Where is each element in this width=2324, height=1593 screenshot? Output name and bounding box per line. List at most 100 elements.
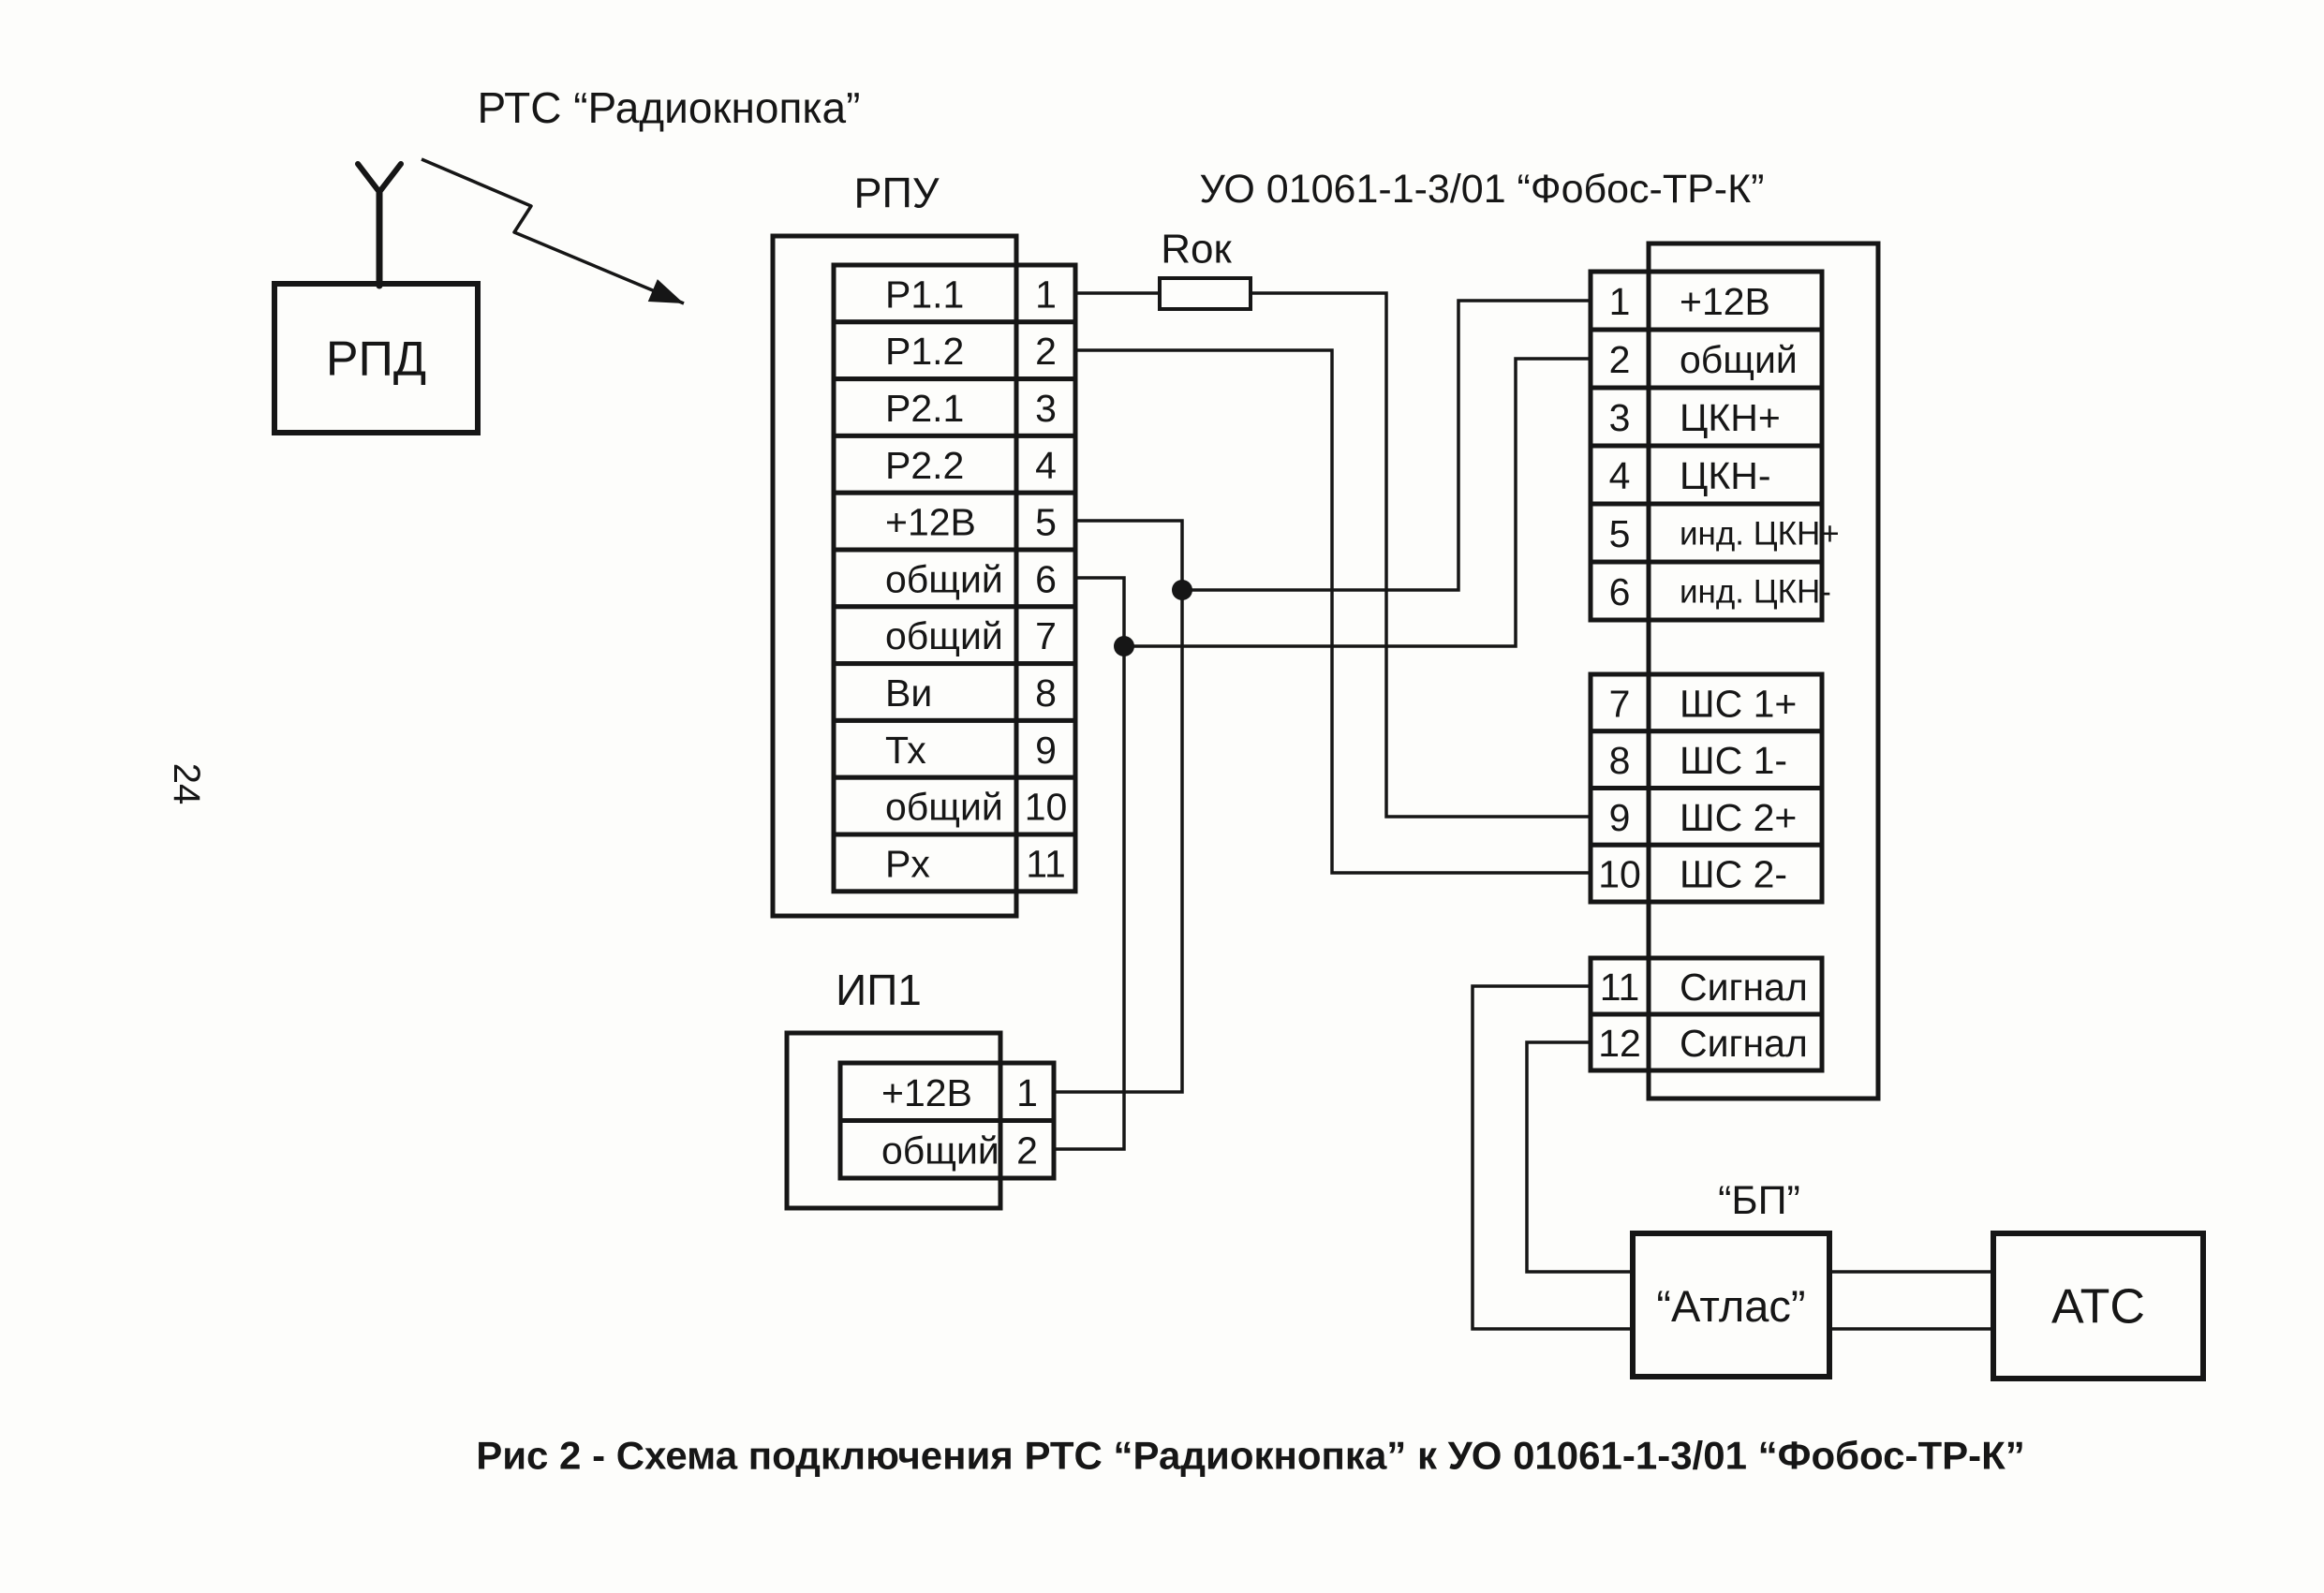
rok-resistor bbox=[1158, 276, 1252, 311]
rpu-terminals-row-8: Ви 8 bbox=[831, 661, 1078, 723]
uo-enclosure bbox=[1646, 241, 1881, 1101]
rpu-terminals-terminal-label: Р1.2 bbox=[885, 330, 964, 373]
rpu-terminals-pin-number: 5 bbox=[1035, 501, 1057, 544]
uo-terminals-power-terminal-label: ЦКН+ bbox=[1680, 396, 1781, 439]
ip1-terminals-pin-cell bbox=[998, 1060, 1057, 1123]
rpu-terminals-terminal-label: Тх bbox=[885, 729, 926, 772]
rpd-box-label: РПД bbox=[326, 332, 426, 387]
uo-terminals-power-pin-number: 2 bbox=[1609, 338, 1631, 381]
uo-terminals-power-pin-cell bbox=[1588, 559, 1651, 623]
uo-terminals-shs-row-9: ШС 2+9 bbox=[1588, 786, 1825, 848]
junction-dot-1 bbox=[1172, 580, 1192, 600]
uo-terminals-shs-terminal-label: ШС 2- bbox=[1680, 853, 1787, 896]
rpu-terminals-pin-number: 6 bbox=[1035, 557, 1057, 600]
uo-terminals-signal-pin-cell bbox=[1588, 1011, 1651, 1073]
bp-device-title: “БП” bbox=[1718, 1178, 1800, 1223]
ats-box-rect bbox=[1991, 1231, 2206, 1381]
uo-terminals-power-terminal-label: общий bbox=[1680, 338, 1798, 381]
rpu-terminals-label-cell bbox=[831, 832, 1019, 894]
wire-common-branch-uo2 bbox=[1124, 357, 1591, 648]
uo-terminals-shs-pin-number: 10 bbox=[1598, 853, 1641, 896]
ip1-terminals-label-cell bbox=[837, 1060, 1003, 1123]
rpu-terminals-pin-number: 3 bbox=[1035, 387, 1057, 430]
uo-terminals-shs-pin-cell bbox=[1588, 842, 1651, 905]
uo-terminals-shs: ШС 1+7 ШС 1- 8ШС 2+9 ШС 2- 10 bbox=[1588, 671, 1825, 905]
rpu-terminals-pin-cell bbox=[1014, 262, 1078, 325]
rpu-terminals-label-cell bbox=[831, 661, 1019, 723]
rpu-terminals-row-2: Р1.2 2 bbox=[831, 319, 1078, 382]
rpu-terminals-terminal-label: Ви bbox=[885, 671, 932, 715]
rok-resistor-label: Rок bbox=[1161, 227, 1232, 273]
atlas-box: “Атлас” bbox=[1630, 1231, 1832, 1379]
ip1-terminals-row-1: +12В 1 bbox=[837, 1060, 1057, 1123]
ip1-terminals-terminal-label: общий bbox=[881, 1128, 999, 1172]
uo-terminals-shs-terminal-label: ШС 1- bbox=[1680, 739, 1787, 782]
uo-terminals-power-row-4: ЦКН-4 bbox=[1588, 443, 1825, 507]
rpu-terminals-pin-number: 8 bbox=[1035, 671, 1057, 715]
uo-terminals-shs-row-7: ШС 1+7 bbox=[1588, 671, 1825, 734]
wire-rpu5-ip1-plus12 bbox=[1054, 519, 1184, 1094]
uo-terminals-shs-pin-number: 7 bbox=[1609, 682, 1631, 725]
uo-terminals-shs-row-8: ШС 1- 8 bbox=[1588, 729, 1825, 790]
uo-terminals-shs-label-cell bbox=[1646, 842, 1825, 905]
uo-terminals-shs-pin-number: 8 bbox=[1609, 739, 1631, 782]
diagram-labels: РТС “Радиокнопка” РПУ УО 01061-1-3/01 “Ф… bbox=[166, 83, 2025, 1478]
rts-device-title: РТС “Радиокнопка” bbox=[478, 83, 861, 132]
ip1-terminals-terminal-label: +12В bbox=[881, 1071, 972, 1114]
ip1-device-title: ИП1 bbox=[836, 966, 922, 1014]
rpu-terminals-pin-number: 2 bbox=[1035, 330, 1057, 373]
radio-wave-arrowhead bbox=[647, 279, 684, 303]
uo-terminals-signal-pin-number: 12 bbox=[1598, 1022, 1641, 1065]
rpu-terminals-terminal-label: Р2.2 bbox=[885, 444, 964, 487]
rpu-terminals-terminal-label: +12В bbox=[885, 501, 976, 544]
uo-terminals-power-row-2: общий 2 bbox=[1588, 327, 1825, 391]
wire-uo12-atlas bbox=[1525, 1040, 1633, 1274]
uo-terminals-power-row-6: инд. ЦКН- 6 bbox=[1588, 559, 1831, 623]
rpu-terminals-pin-cell bbox=[1014, 832, 1078, 894]
rpu-device-title: РПУ bbox=[854, 170, 940, 217]
rpu-terminals-pin-number: 4 bbox=[1035, 444, 1057, 487]
page-number: 24 bbox=[166, 763, 207, 805]
rpu-terminals-label-cell bbox=[831, 319, 1019, 382]
junction-dot-2 bbox=[1114, 636, 1134, 656]
rpu-terminals-terminal-label: общий bbox=[885, 614, 1003, 657]
uo-terminals-power-terminal-label: инд. ЦКН+ bbox=[1680, 516, 1840, 553]
uo-terminals-shs-pin-cell bbox=[1588, 786, 1651, 848]
uo-terminals-power-pin-number: 5 bbox=[1609, 512, 1631, 555]
ats-box: АТС bbox=[1991, 1231, 2206, 1381]
wire-rpu6-ip1-common bbox=[1054, 576, 1126, 1151]
uo-terminals-shs-row-10: ШС 2- 10 bbox=[1588, 842, 1825, 905]
ip1-terminals-pin-number: 1 bbox=[1016, 1071, 1038, 1114]
antenna-arm-right bbox=[377, 161, 404, 195]
uo-terminals-power-pin-cell bbox=[1588, 443, 1651, 507]
uo-terminals-shs-label-cell bbox=[1646, 729, 1825, 790]
uo-terminals-shs-label-cell bbox=[1646, 786, 1825, 848]
uo-device-title: УО 01061-1-3/01 “Фобос-ТР-К” bbox=[1200, 167, 1765, 212]
uo-terminals-power-label-cell bbox=[1646, 559, 1825, 623]
uo-terminals-power-pin-number: 6 bbox=[1609, 570, 1631, 613]
wire-uo11-atlas bbox=[1471, 984, 1633, 1331]
uo-terminals-power-label-cell bbox=[1646, 269, 1825, 332]
wire-plus12-branch-uo1 bbox=[1182, 299, 1591, 592]
rpu-terminals-pin-number: 11 bbox=[1026, 842, 1066, 885]
rpu-terminals-pin-number: 9 bbox=[1035, 729, 1057, 772]
uo-terminals-power-terminal-label: ЦКН- bbox=[1680, 454, 1770, 497]
uo-terminals-power-terminal-label: +12В bbox=[1680, 280, 1770, 323]
uo-terminals-power-terminal-label: инд. ЦКН- bbox=[1680, 574, 1831, 611]
ip1-terminals-pin-cell bbox=[998, 1118, 1057, 1181]
uo-terminals-power-row-5: инд. ЦКН+ 5 bbox=[1588, 501, 1840, 565]
rpu-terminals-pin-number: 7 bbox=[1035, 614, 1057, 657]
antenna-icon bbox=[355, 161, 404, 289]
rpu-terminals-row-4: Р2.2 4 bbox=[831, 433, 1078, 495]
